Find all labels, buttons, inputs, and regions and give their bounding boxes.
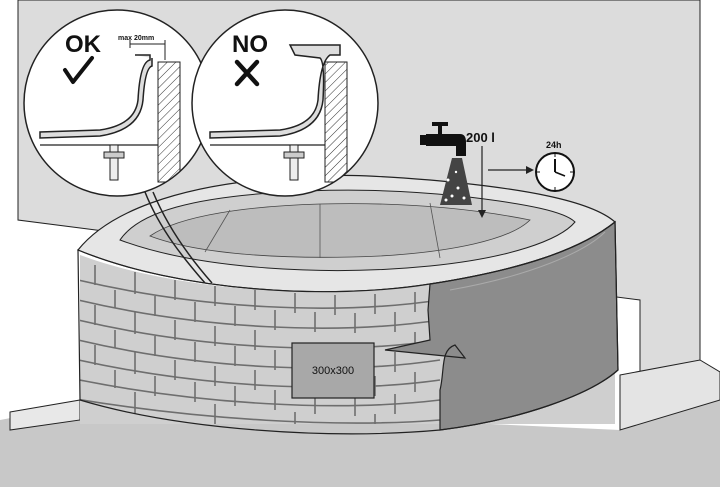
gap-label: max 20mm (118, 35, 154, 42)
detail-leader-line (144, 191, 206, 284)
water-volume-label: 200 l (466, 130, 495, 145)
clock-icon (535, 152, 575, 192)
access-panel-label: 300x300 (312, 365, 354, 377)
cross-mark-icon (234, 59, 260, 87)
ok-label: OK (65, 31, 102, 58)
detail-ok: OK max 20mm (23, 9, 211, 197)
no-label: NO (232, 31, 268, 58)
access-panel (291, 342, 375, 399)
timer-label: 24h (546, 140, 562, 150)
water-stream (440, 158, 472, 205)
tap-icon (420, 122, 466, 156)
detail-no: NO (191, 9, 379, 197)
check-mark-icon (63, 56, 94, 84)
